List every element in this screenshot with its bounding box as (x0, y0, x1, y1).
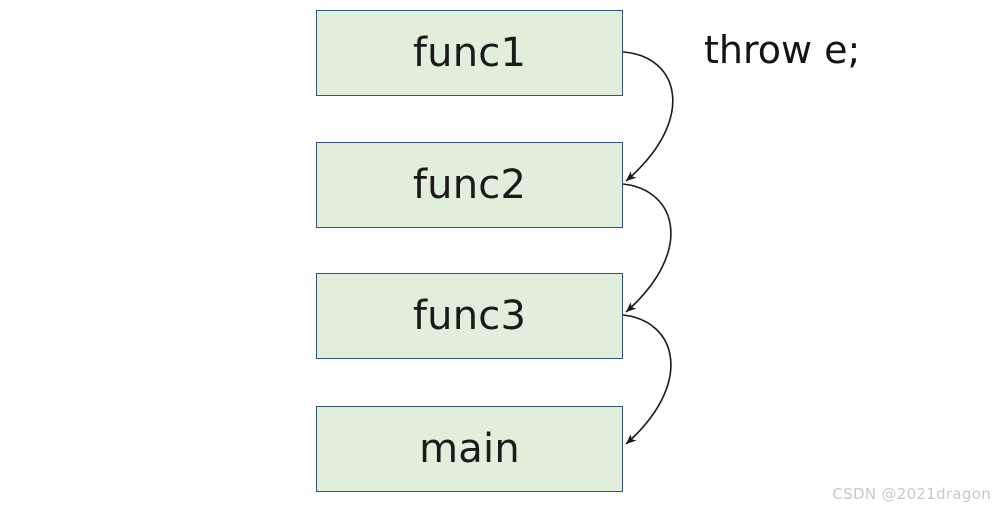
stack-frame-label: main (419, 426, 520, 472)
stack-frame-func2: func2 (316, 142, 623, 228)
arrow-func3-to-main (622, 314, 672, 445)
stack-frame-label: func2 (412, 162, 527, 208)
watermark: CSDN @2021dragon (832, 485, 991, 503)
stack-frame-func1: func1 (316, 10, 623, 96)
arrow-func2-to-func3 (622, 183, 672, 313)
stack-frame-label: func3 (412, 293, 527, 339)
stack-frame-label: func1 (412, 30, 527, 76)
throw-annotation: throw e; (704, 28, 861, 72)
stack-frame-func3: func3 (316, 273, 623, 359)
stack-frame-main: main (316, 406, 623, 492)
arrow-func1-to-func2 (622, 51, 674, 182)
